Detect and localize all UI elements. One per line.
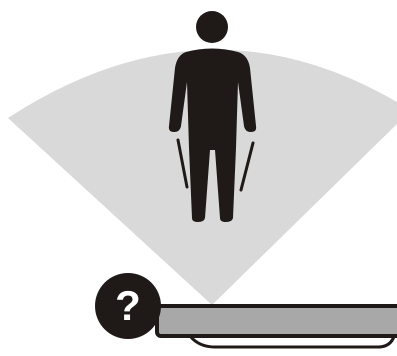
platform-top	[157, 306, 397, 336]
question-badge	[95, 273, 161, 339]
platform-bar	[157, 306, 397, 347]
person-head	[196, 11, 228, 43]
